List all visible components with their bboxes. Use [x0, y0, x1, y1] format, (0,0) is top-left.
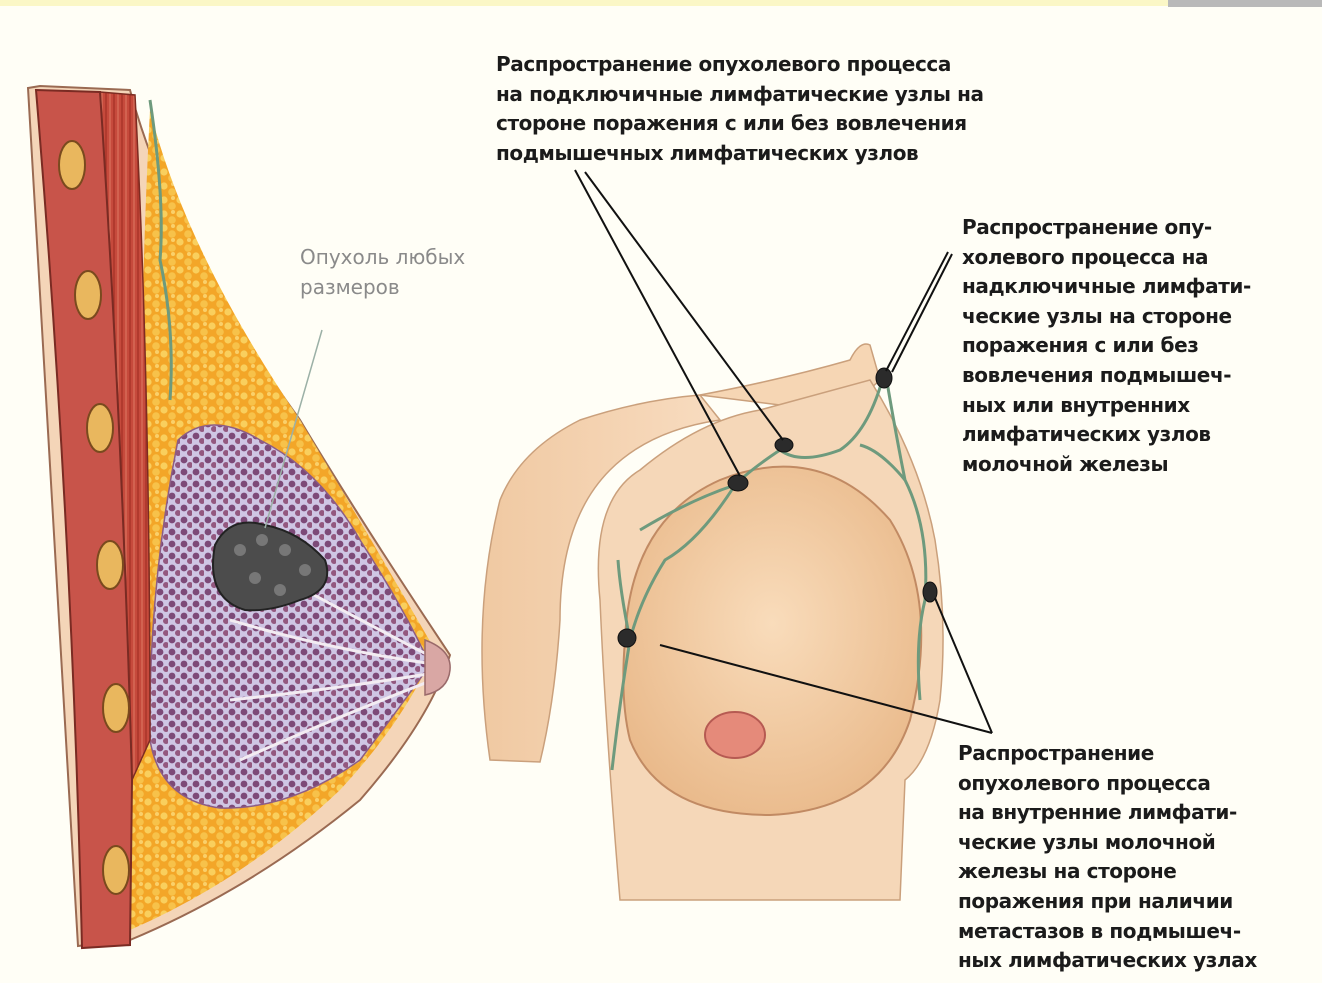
tumor-label: Опухоль любых размеров	[300, 242, 465, 302]
internal-mammary-spread-label: Распространение опухолевого процесса на …	[958, 739, 1257, 976]
supraclavicular-spread-label: Распространение опу- холевого процесса н…	[962, 213, 1251, 479]
subclavian-spread-label: Распространение опухолевого процесса на …	[496, 50, 984, 168]
breast	[623, 467, 921, 815]
areola	[705, 712, 765, 758]
cross-section-illustration	[28, 86, 450, 948]
frontal-view-illustration	[482, 344, 943, 900]
